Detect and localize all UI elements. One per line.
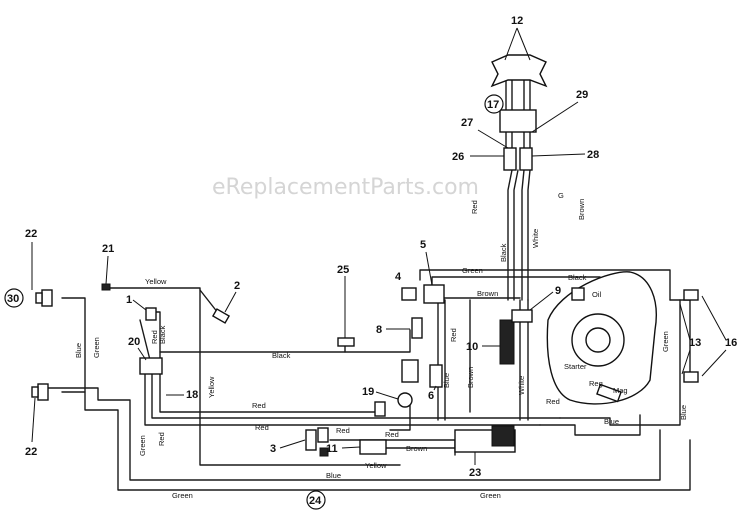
battery-10 [499,319,515,365]
callout-20: 20 [128,336,140,348]
callout-1: 1 [126,294,132,306]
wire-label-blue-mid: Blue [442,373,451,388]
connector-9 [511,309,533,323]
engine [546,271,657,405]
wire-label-green-left-vert: Green [138,435,147,456]
switch-1 [145,307,157,321]
callout-9: 9 [555,285,561,297]
wire-label-red-upper: Red [252,401,266,410]
switch-3 [305,427,329,457]
wire-label-brown-mid: Brown [477,289,498,298]
engine-label-mag: Mag [613,386,628,395]
wire-label-black-sw: Black [158,325,167,344]
callout-21: 21 [102,243,114,255]
callout-6: 6 [428,390,434,402]
wire-label-yellow-vert: Yellow [207,376,216,398]
switch-4 [401,287,417,301]
components [31,54,699,457]
wire-labels: Yellow Yellow Yellow Green Blue Green Gr… [74,191,688,500]
callout-29: 29 [576,89,588,101]
engine-label-oil: Oil [592,290,602,299]
callout-26: 26 [452,151,464,163]
callout-3: 3 [270,443,276,455]
wire-label-blue-left: Blue [74,343,83,358]
wire-label-green-top: Green [462,266,483,275]
callout-22-bottom: 22 [25,446,37,458]
callout-18: 18 [186,389,198,401]
wire-label-black-harness: Black [499,243,508,262]
wire-label-yellow-bottom: Yellow [365,461,387,470]
switch-11 [359,439,387,455]
callouts: 12 17 29 27 26 28 22 30 22 21 1 20 [4,15,737,510]
wire-label-red-left-vert: Red [157,432,166,446]
connector-28 [519,147,533,171]
headlight-30 [35,289,53,307]
connector-27 [503,147,517,171]
wire-label-green-bottom-right: Green [480,491,501,500]
connector-5 [423,284,445,304]
engine-label-starter: Starter [564,362,587,371]
wire-label-red-sw11: Red [385,430,399,439]
wire-label-brown-vert: Brown [466,367,475,388]
wire-label-yellow-top: Yellow [145,277,167,286]
wire-label-white-right: White [517,376,526,395]
switch-6 [429,364,443,388]
switch-2 [211,308,231,324]
wire-label-green-bottom-left: Green [172,491,193,500]
engine-labels: Oil Starter Reg Mag [564,290,628,395]
wire-label-brown-harness: Brown [577,199,586,220]
headlights-right [683,289,699,383]
wire-label-black-mid: Black [272,351,291,360]
callout-24: 24 [309,495,322,507]
callout-11: 11 [326,443,338,455]
callout-17: 17 [487,99,499,111]
solenoid-23 [454,425,516,453]
wire-label-red-sw20: Red [150,330,159,344]
wire-label-green-right-vert: Green [661,331,670,352]
callout-5: 5 [420,239,426,251]
callout-2: 2 [234,280,240,292]
switch-20 [139,357,163,375]
switch-8 [411,317,423,339]
switch-21 [101,283,111,291]
wire-label-red-mid: Red [255,423,269,432]
wire-label-red-right: Red [546,397,560,406]
callout-19: 19 [362,386,374,398]
callout-10: 10 [466,341,478,353]
wire-label-red-sw3: Red [336,426,350,435]
engine-label-reg: Reg [589,379,603,388]
callout-8: 8 [376,324,382,336]
wire-label-white-harness: White [531,229,540,248]
callout-28: 28 [587,149,599,161]
fuse-19 [397,392,413,408]
wire-label-brown-low: Brown [406,444,427,453]
watermark: eReplacementParts.com [212,175,479,200]
wire-label-green-g: G [558,191,564,200]
wire-label-blue-bottom: Blue [326,471,341,480]
wire-label-blue-right: Blue [604,417,619,426]
callout-13: 13 [689,337,701,349]
callout-30: 30 [7,293,19,305]
wire-label-green-left: Green [92,337,101,358]
key-switch-12 [490,54,548,88]
callout-25: 25 [337,264,349,276]
wire-label-black-top: Black [568,273,587,282]
wire-label-red-box: Red [449,328,458,342]
callout-23: 23 [469,467,481,479]
callout-22-top: 22 [25,228,37,240]
headlight-22-lower [31,383,49,401]
callout-16: 16 [725,337,737,349]
wire-label-blue-right-vert: Blue [679,405,688,420]
callout-4: 4 [395,271,402,283]
callout-12: 12 [511,15,523,27]
diode-25 [337,337,355,347]
wire-label-red-lower: Red [470,200,479,214]
callout-27: 27 [461,117,473,129]
